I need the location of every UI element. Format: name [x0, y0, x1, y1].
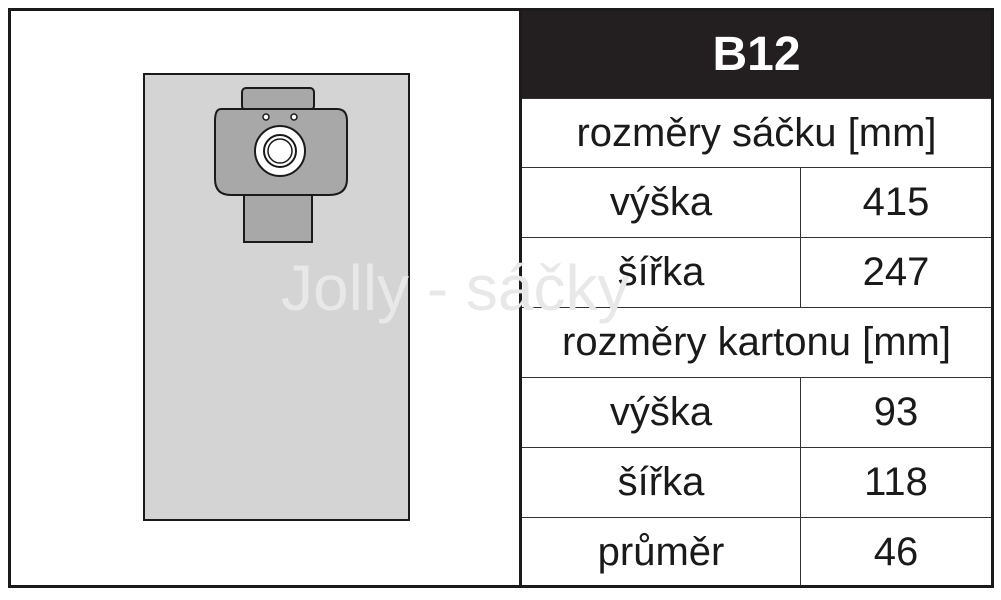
carton-height-label: výška — [522, 378, 801, 447]
carton-height-value: 93 — [873, 390, 919, 434]
bag-dimensions-heading-row: rozměry sáčku [mm] — [522, 98, 991, 167]
bag-height-label: výška — [522, 168, 801, 237]
bag-width-value: 247 — [862, 250, 930, 294]
table-row: výška 415 — [522, 167, 991, 237]
bag-height-value: 415 — [862, 180, 930, 224]
product-card: B12 rozměry sáčku [mm] výška 415 šířka 2… — [8, 8, 994, 588]
carton-diameter-value: 46 — [873, 529, 919, 574]
table-row: šířka 247 — [522, 237, 991, 307]
carton-diameter-label: průměr — [522, 518, 801, 586]
dimensions-table: B12 rozměry sáčku [mm] výška 415 šířka 2… — [522, 11, 991, 586]
carton-width-value: 118 — [864, 460, 928, 504]
carton-dimensions-heading-row: rozměry kartonu [mm] — [522, 307, 991, 377]
carton-dimensions-heading: rozměry kartonu [mm] — [562, 320, 951, 364]
table-row: šířka 118 — [522, 447, 991, 517]
table-row: průměr 46 — [522, 517, 991, 586]
bag-illustration-panel — [11, 11, 519, 585]
carton-width-label: šířka — [522, 448, 801, 517]
bag-width-label: šířka — [522, 238, 801, 307]
bag-dimensions-heading: rozměry sáčku [mm] — [576, 110, 937, 155]
panel-divider — [519, 11, 522, 585]
product-code: B12 — [522, 11, 991, 98]
vacuum-bag-illustration — [143, 73, 410, 521]
table-row: výška 93 — [522, 377, 991, 447]
